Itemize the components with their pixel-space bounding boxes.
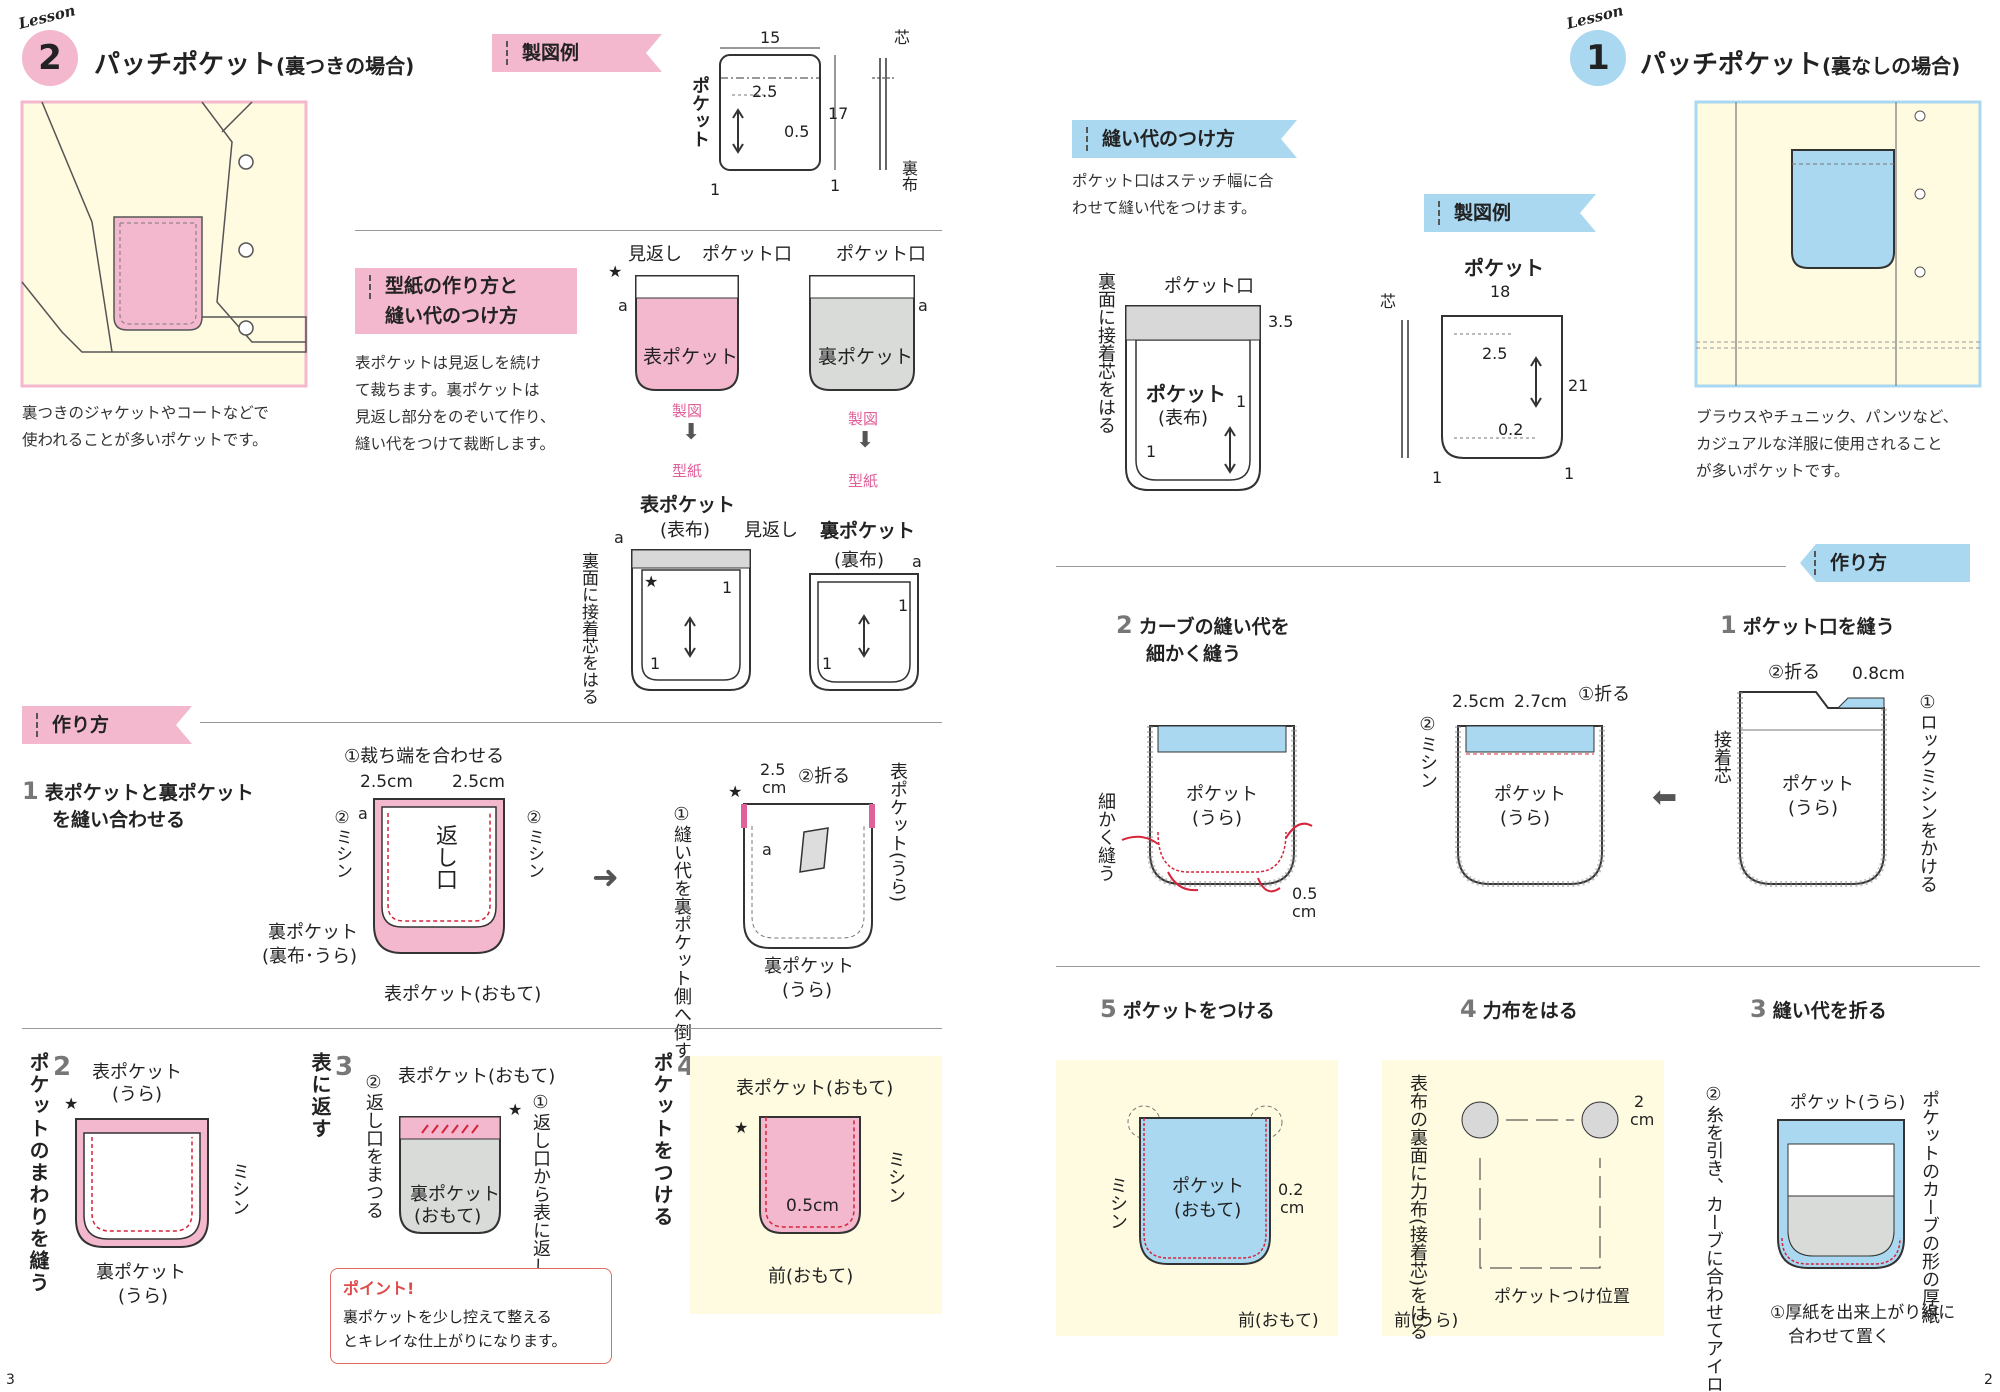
katagami-tag: 型紙の作り方と 縫い代のつけ方 <box>355 268 577 334</box>
step2-diagram <box>75 1118 209 1248</box>
right-step1-2-diagram <box>1455 725 1605 887</box>
pattern-diagrams <box>635 275 915 391</box>
jacket-illustration <box>20 100 308 388</box>
katagami-text: 表ポケットは見返しを続け て裁ちます。裏ポケットは 見返し部分をのぞいて作り、 … <box>355 354 556 453</box>
lesson-badge-1: Lesson 1 <box>1565 1 1626 86</box>
step4-diagram <box>759 1116 861 1234</box>
cut-pattern-diagrams <box>631 549 919 691</box>
right-step2-diagram <box>1121 725 1313 893</box>
seizu-diagram-right <box>1401 315 1563 459</box>
step1-diagram-b <box>741 803 875 949</box>
lesson-title-1: パッチポケット(裏なしの場合) <box>1640 50 1961 80</box>
left-intro: 裏つきのジャケットやコートなどで 使われることが多いポケットです。 <box>22 404 269 449</box>
right-step3-diagram <box>1777 1119 1905 1269</box>
right-step5-diagram <box>1127 1105 1283 1265</box>
step1-diagram-a <box>373 798 505 954</box>
lesson-badge-2: Lesson 2 <box>17 1 78 86</box>
nuishiro-tag: 縫い代のつけ方 <box>1072 120 1297 158</box>
divider <box>355 230 942 231</box>
arrow-left-icon: ⬅ <box>1652 780 1678 815</box>
nuishiro-diagram <box>1125 305 1261 491</box>
seizu-diagram-left <box>719 47 894 171</box>
right-step4-diagram <box>1461 1101 1619 1269</box>
lesson-title-2: パッチポケット(裏つきの場合) <box>94 50 415 80</box>
arrow-right-icon: ➜ <box>592 858 619 896</box>
step3-diagram <box>399 1116 501 1234</box>
nuishiro-text: ポケット口はステッチ幅に合 わせて縫い代をつけます。 <box>1072 172 1274 217</box>
seizu-tag-right: 製図例 <box>1424 194 1596 232</box>
tsukurikata-tag-left: 作り方 <box>22 706 192 744</box>
right-step4-panel <box>1382 1060 1664 1336</box>
arrow-down-icon: ⬇ <box>682 420 701 445</box>
tsukurikata-tag-right: 作り方 <box>1800 544 1970 582</box>
shirt-illustration <box>1694 100 1982 388</box>
seizu-tag-left: 製図例 <box>492 34 662 72</box>
point-box: ポイント! 裏ポケットを少し控えて整える とキレイな仕上がりになります。 <box>330 1268 612 1364</box>
arrow-down-icon: ⬇ <box>856 428 875 453</box>
right-step1-diagram <box>1737 691 1887 887</box>
right-intro: ブラウスやチュニック、パンツなど、 カジュアルな洋服に使用されること が多いポケ… <box>1696 408 1959 480</box>
